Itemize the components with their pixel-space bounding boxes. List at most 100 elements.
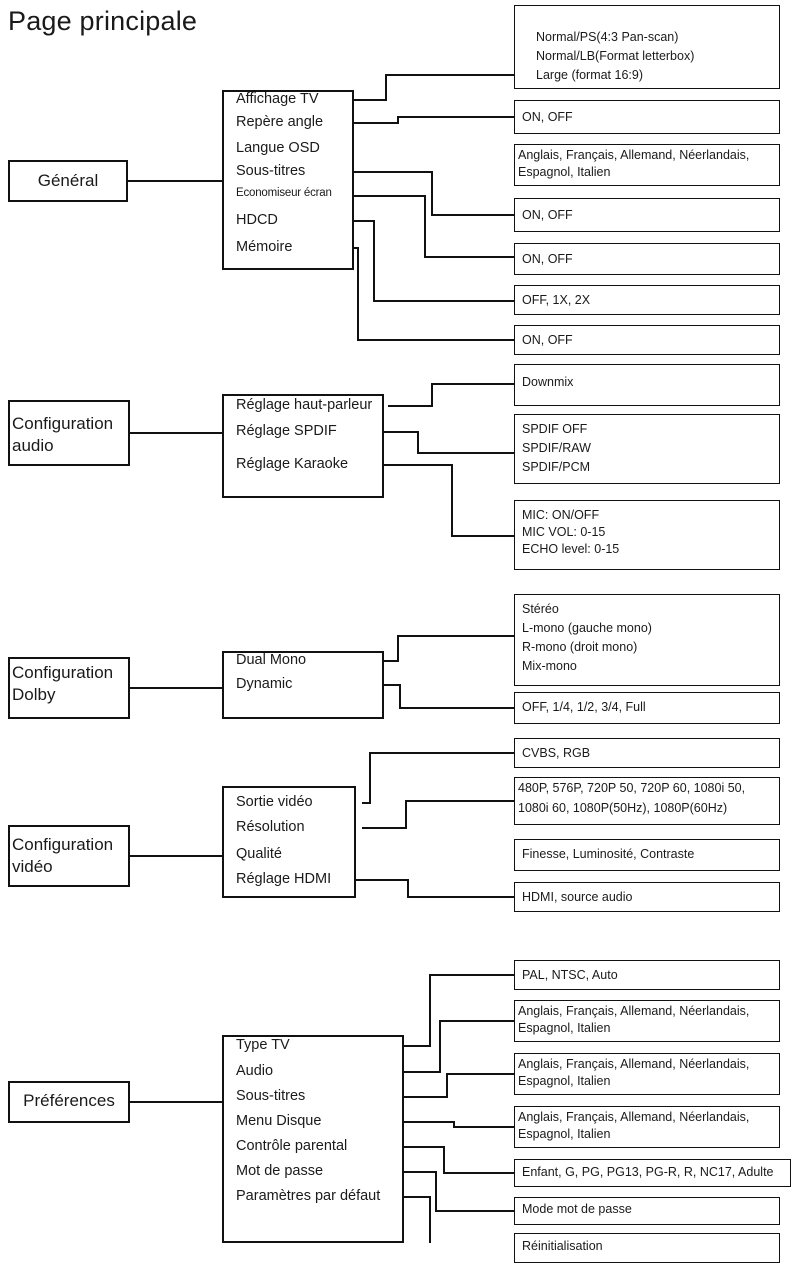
option-text: Downmix [522,375,574,389]
option-text: ON, OFF [522,110,573,124]
page-title: Page principale [8,6,198,36]
option-text: Normal/PS(4:3 Pan-scan) [536,30,679,44]
option-text: Espagnol, Italien [518,1074,611,1088]
category-label: Configuration Dolby [12,663,114,704]
option-text: Stéréo [522,602,559,616]
submenu-box [222,394,384,498]
option-connector [362,752,514,804]
option-connector [352,116,514,124]
option-box [514,738,780,768]
menu-item[interactable]: Paramètres par défaut [236,1188,381,1204]
option-connector [352,247,514,341]
menu-item[interactable]: HDCD [236,212,278,228]
menu-item[interactable]: Affichage TV [236,91,319,107]
menu-item[interactable]: Repère angle [236,114,324,130]
option-box [514,198,780,232]
option-text: Anglais, Français, Allemand, Néerlandais… [518,148,750,162]
menu-item[interactable]: Résolution [236,819,305,835]
menu-item[interactable]: Langue OSD [236,140,320,156]
option-text: Espagnol, Italien [518,1127,611,1141]
option-connector [370,635,514,662]
option-box [514,777,780,825]
option-text: ECHO level: 0-15 [522,542,620,556]
option-connector [404,1196,431,1243]
option-connector [382,431,514,454]
menu-item[interactable]: Mémoire [236,239,293,255]
option-box [514,1106,780,1148]
category-box [8,825,130,887]
option-text: Finesse, Luminosité, Contraste [522,847,695,861]
option-text: Normal/LB(Format letterbox) [536,49,695,63]
menu-item[interactable]: Mot de passe [236,1163,324,1179]
menu-item[interactable]: Réglage SPDIF [236,423,337,439]
option-text: SPDIF/RAW [522,441,591,455]
option-connector [354,879,514,898]
menu-item[interactable]: Dual Mono [236,652,307,668]
submenu-box [222,786,356,898]
submenu-box [222,651,384,719]
option-box [514,1159,791,1187]
option-text: R-mono (droit mono) [522,640,638,654]
menu-item[interactable]: Réglage HDMI [236,871,332,887]
menu-item[interactable]: Qualité [236,846,282,862]
option-text: Large (format 16:9) [536,68,643,82]
option-text: OFF, 1X, 2X [522,293,591,307]
option-text: SPDIF/PCM [522,460,591,474]
menu-item[interactable]: Contrôle parental [236,1138,348,1154]
option-connector [362,800,514,829]
option-connector [388,383,514,407]
option-text: L-mono (gauche mono) [522,621,652,635]
option-connector [372,1146,514,1174]
option-text: Mix-mono [522,659,577,673]
category-box [8,160,128,202]
option-box [514,100,780,134]
option-text: Réinitialisation [522,1239,603,1253]
option-text: Anglais, Français, Allemand, Néerlandais… [518,1004,750,1018]
menu-item[interactable]: Sous-titres [236,1088,306,1104]
category-label: Configuration vidéo [12,835,114,876]
option-box [514,1053,780,1095]
menu-item[interactable]: Audio [236,1063,274,1079]
option-box [514,144,780,186]
option-text: ON, OFF [522,333,573,347]
menu-item[interactable]: Réglage haut-parleur [236,397,373,413]
option-connector [345,171,514,216]
option-box [514,325,780,355]
option-box [514,414,780,484]
option-text: Anglais, Français, Allemand, Néerlandais… [518,1110,750,1124]
submenu-box [222,1035,404,1243]
menu-item[interactable]: Dynamic [236,676,293,692]
option-text: MIC: ON/OFF [522,508,600,522]
option-text: OFF, 1/4, 1/2, 3/4, Full [522,700,646,714]
option-connector [348,195,514,258]
menu-item[interactable]: Sortie vidéo [236,794,313,810]
category-box [8,1081,130,1123]
category-label: Général [37,171,99,190]
option-box [514,1197,780,1225]
option-box [514,960,780,990]
submenu-box [222,90,354,270]
option-text: Mode mot de passe [522,1202,632,1216]
option-box [514,882,780,912]
category-label: Préférences [23,1091,115,1110]
menu-item[interactable]: Economiseur écran [236,187,332,199]
menu-item[interactable]: Réglage Karaoke [236,456,349,472]
option-box [514,839,780,871]
menu-item[interactable]: Sous-titres [236,163,306,179]
option-box [514,285,780,315]
menu-item[interactable]: Type TV [236,1037,290,1053]
option-text: MIC VOL: 0-15 [522,525,606,539]
menu-item[interactable]: Menu Disque [236,1113,322,1129]
option-text: ON, OFF [522,252,573,266]
option-text: ON, OFF [522,208,573,222]
option-box [514,243,780,275]
option-text: PAL, NTSC, Auto [522,968,618,982]
option-connector [352,74,514,101]
option-text: Espagnol, Italien [518,165,611,179]
category-box [8,657,130,719]
option-text: SPDIF OFF [522,422,588,436]
option-box [514,594,780,686]
option-box [514,364,780,406]
option-text: Enfant, G, PG, PG13, PG-R, R, NC17, Adul… [522,1165,774,1179]
option-text: 480P, 576P, 720P 50, 720P 60, 1080i 50, [518,781,746,795]
